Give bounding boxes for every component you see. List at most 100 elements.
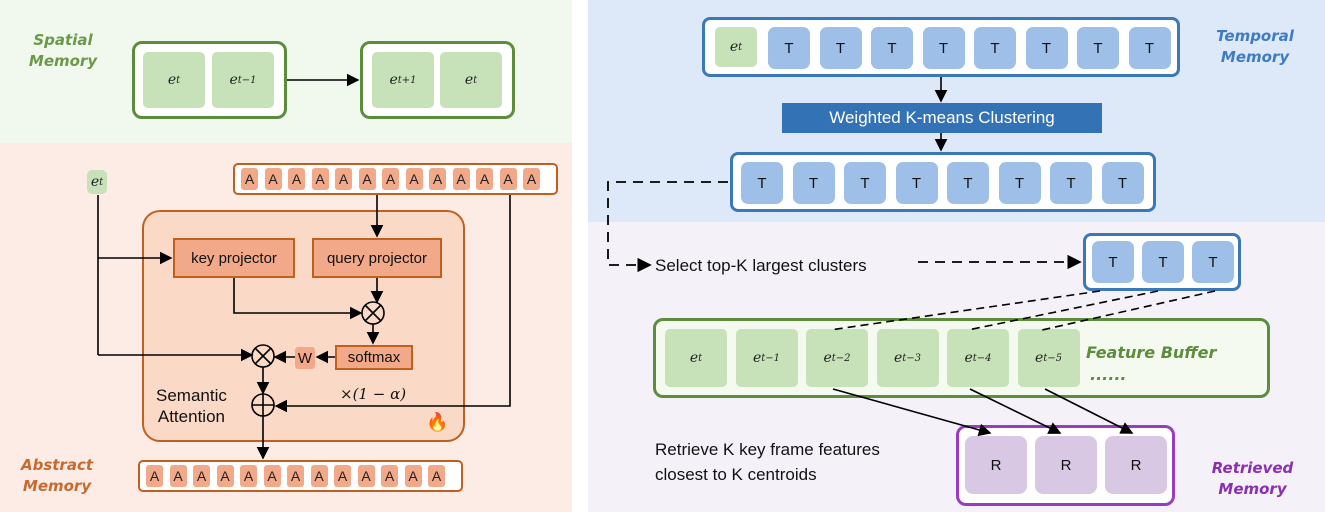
semantic-line1: Semantic	[156, 386, 227, 405]
retrieve-line2: closest to K centroids	[655, 465, 817, 484]
map-dash-3	[1041, 290, 1216, 331]
temporal-token: T	[1050, 162, 1092, 204]
key-projector-box: key projector	[173, 238, 295, 278]
clustering-box: Weighted K-means Clustering	[782, 103, 1102, 133]
alpha-label: ×(1 − α)	[340, 385, 407, 403]
softmax-box: softmax	[335, 345, 413, 370]
cell-base: e	[90, 174, 100, 190]
temporal-token: T	[819, 27, 862, 69]
temporal-token: T	[1128, 27, 1171, 69]
cell-base: e	[964, 350, 973, 366]
temporal-token: T	[1092, 241, 1134, 283]
key-to-dot-arrow	[233, 278, 363, 320]
temporal-token: T	[768, 27, 810, 69]
abstract-token: A	[193, 465, 210, 487]
temporal-label-line2: Memory	[1220, 48, 1290, 66]
retrieved-label-line2: Memory	[1218, 480, 1287, 498]
residual-arrow	[274, 195, 511, 413]
cell-base: e	[464, 72, 474, 88]
temporal-token: T	[895, 162, 938, 204]
abstract-token: A	[499, 168, 517, 190]
abstract-token: A	[287, 465, 304, 487]
w-label: W	[297, 349, 313, 367]
cell-sup: t	[473, 74, 478, 86]
cell-base: e	[729, 39, 739, 55]
abstract-token: A	[404, 465, 422, 487]
softmax-label: softmax	[347, 349, 401, 366]
buffer-to-r2-arrow	[969, 388, 1062, 434]
buffer-to-r1-arrow	[832, 388, 992, 437]
feature-buffer-label: Feature Buffer	[1086, 343, 1217, 362]
abstract-token: A	[241, 168, 258, 190]
feature-buffer-ellipsis: ......	[1090, 365, 1127, 384]
temporal-token: T	[1077, 27, 1119, 69]
abstract-token: A	[358, 168, 376, 190]
multiply-x2	[254, 347, 272, 365]
abstract-token: A	[264, 168, 282, 190]
cell-sup: t−3	[902, 352, 922, 364]
buffer-to-r3-arrow	[1044, 388, 1134, 434]
spatial-memory-label: Spatial Memory	[18, 30, 108, 72]
cell-sup: t	[698, 352, 703, 364]
map-dash-2	[967, 290, 1159, 331]
abstract-label-line1: Abstract	[20, 456, 94, 474]
retrieved-token: R	[1105, 436, 1167, 494]
abstract-memory-label: Abstract Memory	[12, 455, 102, 497]
temporal-token: T	[998, 162, 1041, 204]
temporal-token: T	[947, 162, 989, 204]
cell-base: e	[893, 350, 903, 366]
query-projector-label: query projector	[326, 249, 428, 267]
retrieved-label-line1: Retrieved	[1211, 459, 1294, 477]
cell-sup: t−1	[237, 74, 257, 86]
abstract-token: A	[405, 168, 423, 190]
cell-base: e	[823, 350, 832, 366]
spatial-label-line1: Spatial	[33, 31, 93, 49]
temporal-token: T	[741, 162, 783, 204]
semantic-attention-label: Semantic Attention	[156, 385, 227, 427]
abstract-token: A	[288, 168, 305, 190]
cell-sup: t−4	[972, 352, 992, 364]
temporal-token: T	[974, 27, 1016, 69]
abstract-token: A	[240, 465, 257, 487]
select-topk-label: Select top-K largest clusters	[655, 256, 867, 275]
abstract-token: A	[357, 465, 375, 487]
abstract-token: A	[476, 168, 493, 190]
cell-base: e	[689, 350, 699, 366]
fire-icon: 🔥	[426, 412, 449, 432]
temporal-token: T	[922, 27, 965, 69]
abstract-token: A	[310, 465, 328, 487]
cell-sup: t−2	[831, 352, 851, 364]
temporal-memory-label: Temporal Memory	[1200, 26, 1310, 68]
temporal-token: T	[792, 162, 835, 204]
abstract-token: A	[311, 168, 329, 190]
abstract-token: A	[334, 465, 351, 487]
cell-sup: t	[176, 74, 181, 86]
abstract-token: A	[523, 168, 540, 190]
cell-sup: t−1	[761, 352, 781, 364]
cell-base: e	[752, 350, 762, 366]
w-box: W	[295, 347, 315, 369]
cell-base: e	[1034, 350, 1044, 366]
abstract-label-line2: Memory	[22, 477, 92, 495]
abstract-token: A	[169, 465, 187, 487]
temporal-token: T	[1025, 27, 1068, 69]
temporal-token: T	[1142, 241, 1184, 283]
abstract-token: A	[263, 465, 281, 487]
retrieved-token: R	[965, 436, 1027, 494]
cell-base: e	[167, 72, 177, 88]
select-dashed-line	[607, 181, 728, 273]
cell-sup: t−5	[1043, 352, 1063, 364]
key-projector-label: key projector	[191, 249, 277, 267]
spatial-label-line2: Memory	[28, 52, 98, 70]
semantic-line2: Attention	[157, 407, 225, 426]
abstract-token: A	[429, 168, 446, 190]
